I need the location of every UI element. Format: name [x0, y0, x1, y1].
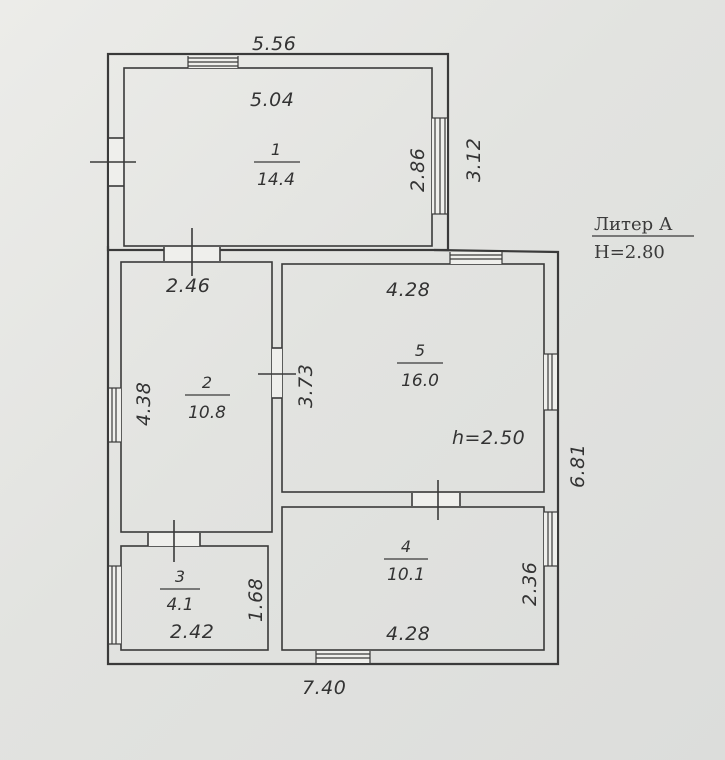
dim-room5-width: 4.28 [386, 279, 430, 301]
window-room5-right [544, 353, 557, 411]
dim-bottom-outer: 7.40 [302, 677, 346, 699]
room-4-number: 4 [401, 537, 411, 556]
dim-room2-height: 4.38 [133, 382, 155, 426]
door-room2-room5 [258, 347, 296, 399]
room-2-label: 2 10.8 [185, 373, 230, 423]
room-1-area: 14.4 [257, 170, 295, 190]
building-legend: Литер А H=2.80 [592, 214, 694, 263]
dim-room5-ceiling: h=2.50 [452, 427, 525, 449]
window-room1-right [432, 117, 447, 215]
dim-room3-height: 1.68 [245, 578, 267, 622]
window-room2-left [109, 387, 121, 443]
room-3-label: 3 4.1 [160, 567, 200, 615]
room-1-number: 1 [271, 140, 281, 159]
dim-room5-height: 3.73 [295, 364, 317, 408]
room-3-number: 3 [175, 567, 185, 586]
room-4-label: 4 10.1 [384, 537, 428, 585]
room-5-area: 16.0 [401, 371, 439, 391]
room-2-number: 2 [202, 373, 212, 392]
dim-room1-inner-height: 2.86 [407, 148, 429, 192]
window-room5-top [449, 252, 503, 264]
dim-room1-outer-height: 3.12 [463, 138, 485, 182]
room-3-area: 4.1 [166, 595, 193, 615]
house-outer-walls [106, 246, 560, 666]
legend-title: Литер А [594, 214, 673, 235]
door-room2-room3 [147, 520, 201, 562]
dim-room4-height: 2.36 [519, 562, 541, 606]
window-bottom [315, 651, 371, 663]
window-room3-left [109, 565, 121, 645]
room-1-label: 1 14.4 [254, 140, 300, 190]
dim-right-outer: 6.81 [567, 444, 589, 488]
dim-top-inner: 5.04 [250, 89, 294, 111]
window-top [187, 56, 239, 68]
window-room4-right [544, 511, 557, 567]
dim-room2-width: 2.46 [166, 275, 210, 297]
dim-room3-width: 2.42 [170, 621, 214, 643]
room-4-area: 10.1 [387, 565, 425, 585]
door-room5-room4 [411, 480, 461, 520]
room-5-label: 5 16.0 [397, 341, 443, 391]
room-5-number: 5 [415, 341, 425, 360]
dim-top-outer: 5.56 [252, 33, 296, 55]
door-room1-room2 [163, 228, 221, 276]
dim-room4-width: 4.28 [386, 623, 430, 645]
door-entrance-room1 [90, 137, 136, 187]
room-2-area: 10.8 [188, 403, 226, 423]
legend-height: H=2.80 [594, 242, 665, 263]
room-4-walls [281, 506, 545, 651]
